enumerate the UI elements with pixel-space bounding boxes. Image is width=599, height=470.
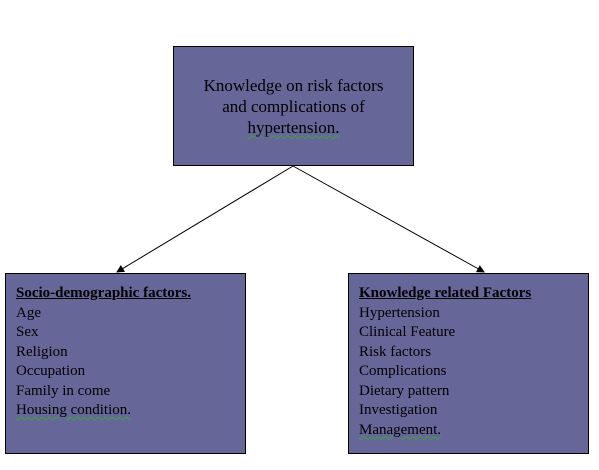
socio-demographic-box: Socio-demographic factors. Age Sex Relig… — [5, 273, 246, 454]
root-node-box: Knowledge on risk factors and complicati… — [173, 46, 414, 166]
root-node-line-2: and complications of — [222, 96, 365, 116]
knowledge-item-risk-factors: Risk factors — [359, 343, 432, 360]
socio-item-sex: Sex — [16, 324, 39, 340]
knowledge-item-clinical-feature: Clinical Feature — [359, 324, 456, 340]
socio-item-religion: Religion — [16, 343, 68, 360]
socio-item-housing: Housing condition. — [16, 402, 131, 418]
knowledge-item-management: Management. — [359, 421, 442, 438]
socio-item-family-income: Family in come — [16, 382, 111, 399]
socio-item-age: Age — [16, 304, 41, 321]
knowledge-item-dietary-pattern: Dietary pattern — [359, 382, 450, 399]
knowledge-item-complications: Complications — [359, 363, 447, 379]
knowledge-related-box: Knowledge related Factors Hypertension C… — [348, 273, 589, 454]
root-node-text: Knowledge on risk factors and complicati… — [204, 75, 384, 138]
knowledge-related-heading: Knowledge related Factors — [359, 285, 532, 301]
knowledge-item-hypertension: Hypertension — [359, 304, 440, 321]
knowledge-item-investigation: Investigation — [359, 402, 438, 418]
root-node-line-1: Knowledge on risk factors — [203, 75, 384, 95]
arrow-to-socio-demographic — [116, 165, 294, 273]
socio-item-occupation: Occupation — [16, 363, 86, 379]
socio-demographic-heading: Socio-demographic factors. — [16, 285, 191, 301]
arrow-to-knowledge-related — [292, 165, 485, 273]
root-node-line-3: hypertension. — [247, 117, 340, 137]
